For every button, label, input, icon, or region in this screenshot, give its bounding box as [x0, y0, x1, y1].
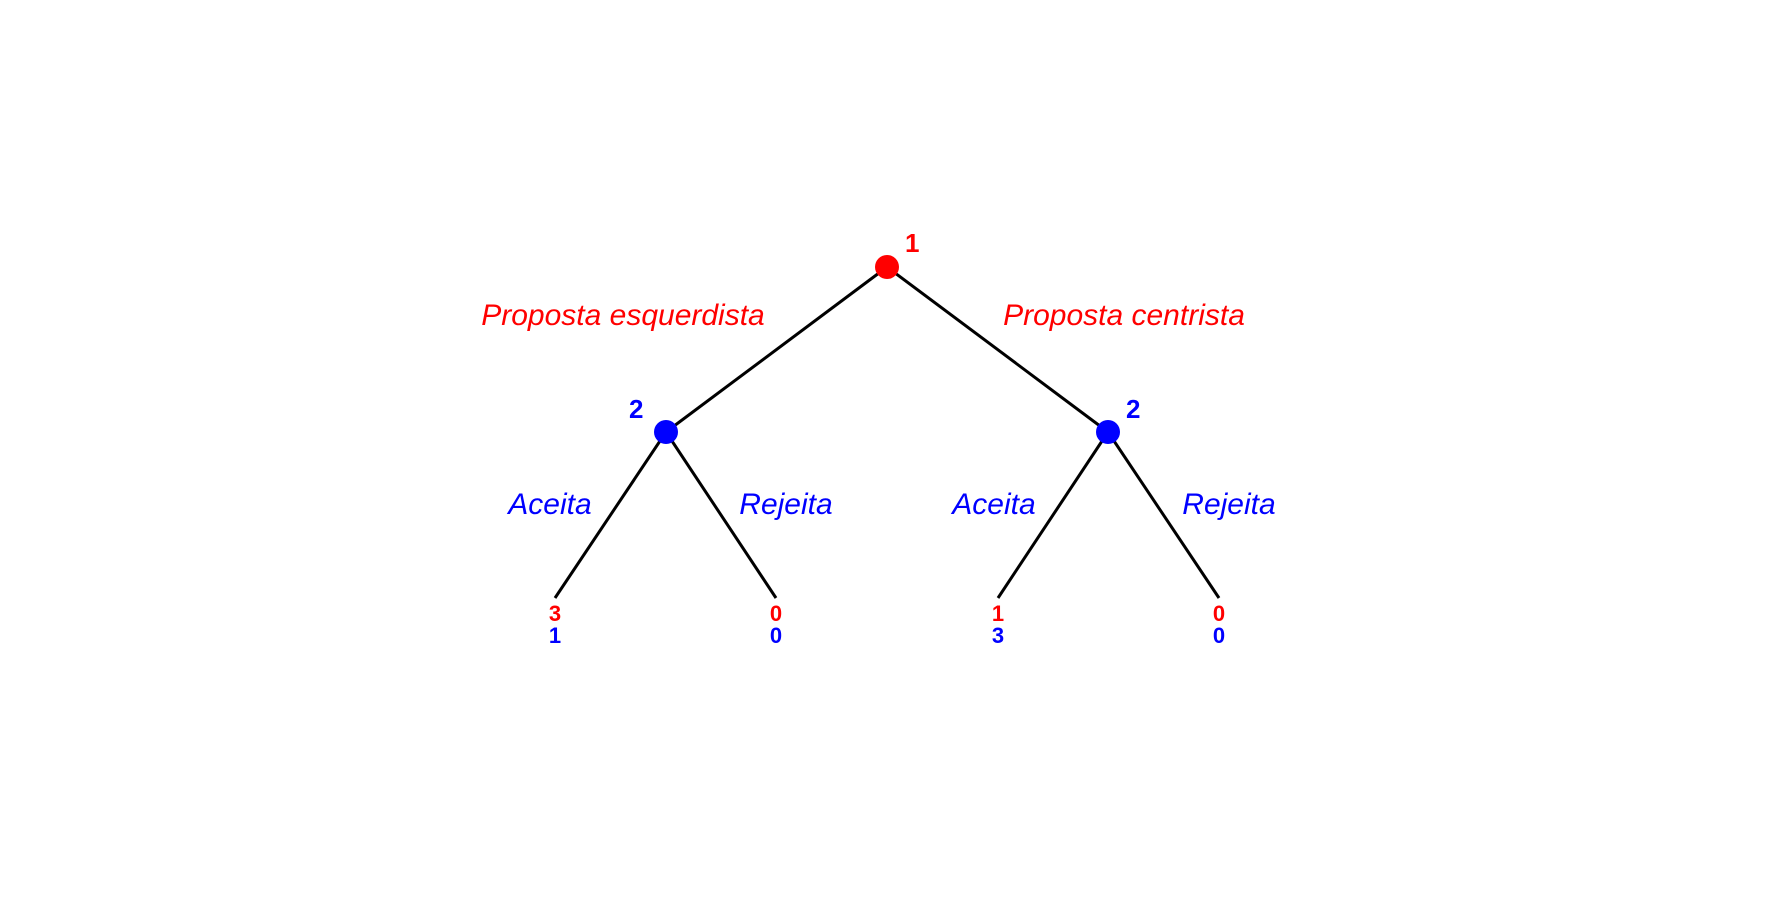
payoff-1-player1: 3	[549, 601, 561, 626]
edge-left-accept	[553, 431, 668, 599]
edge-root-to-right	[886, 265, 1109, 434]
edge-right-accept	[996, 431, 1110, 599]
right-player-label: 2	[1126, 394, 1140, 424]
edge-right-reject	[1106, 431, 1221, 599]
root-player-label: 1	[905, 228, 919, 258]
action-right-reject: Rejeita	[1182, 488, 1275, 521]
action-right-accept: Aceita	[950, 488, 1035, 521]
payoff-3-player2: 3	[992, 623, 1004, 648]
payoff-3-player1: 1	[992, 601, 1004, 626]
action-left-reject: Rejeita	[739, 488, 832, 521]
root-node-player1	[875, 255, 899, 279]
left-player-label: 2	[629, 394, 643, 424]
edge-root-to-left	[665, 265, 888, 434]
left-node-player2	[654, 420, 678, 444]
payoff-1-player2: 1	[549, 623, 561, 648]
payoff-2-player2: 0	[770, 623, 782, 648]
action-left-accept: Aceita	[506, 488, 591, 521]
action-right-proposal: Proposta centrista	[1003, 299, 1245, 332]
action-left-proposal: Proposta esquerdista	[481, 299, 765, 332]
payoff-4-player2: 0	[1213, 623, 1225, 648]
payoff-4-player1: 0	[1213, 601, 1225, 626]
edge-left-reject	[664, 431, 778, 599]
payoff-2-player1: 0	[770, 601, 782, 626]
right-node-player2	[1096, 420, 1120, 444]
